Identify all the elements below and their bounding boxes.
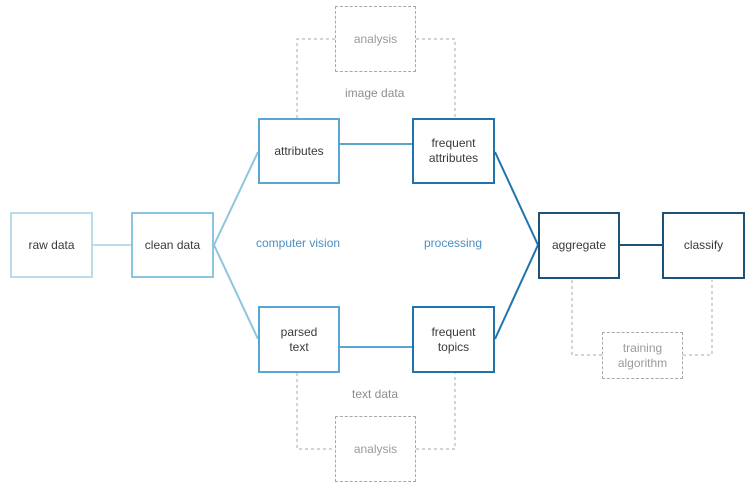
loop-training-left (571, 280, 602, 356)
frequent-attributes-node: frequent attributes (412, 118, 495, 184)
aggregate-label: aggregate (551, 238, 607, 252)
clean-data-label: clean data (144, 237, 201, 252)
training-algorithm-label: training algorithm (617, 340, 668, 370)
classify-node: classify (662, 212, 745, 279)
image-data-label: image data (345, 86, 405, 100)
frequent-topics-node: frequent topics (412, 306, 495, 373)
loop-bottom-left (296, 373, 335, 450)
raw-data-node: raw data (10, 212, 93, 278)
edge-freqtopics-to-aggregate (494, 244, 539, 340)
classify-label: classify (683, 238, 724, 252)
attributes-node: attributes (258, 118, 340, 184)
loop-training-right (683, 280, 713, 356)
raw-data-label: raw data (28, 237, 75, 252)
attributes-label: attributes (274, 143, 324, 158)
analysis-bottom-label: analysis (353, 441, 398, 456)
processing-label: processing (424, 236, 483, 250)
loop-bottom-right (416, 373, 456, 450)
loop-top-left (296, 38, 335, 118)
training-algorithm-node: training algorithm (602, 332, 683, 379)
text-data-label: text data (352, 387, 399, 401)
edge-freqattr-to-aggregate (494, 151, 539, 246)
clean-data-node: clean data (131, 212, 214, 278)
edge-clean-to-parsed (213, 244, 259, 340)
aggregate-node: aggregate (538, 212, 620, 279)
analysis-top-label: analysis (353, 31, 398, 46)
edge-clean-to-attributes (213, 151, 259, 246)
parsed-text-node: parsed text (258, 306, 340, 373)
computer-vision-label: computer vision (256, 236, 341, 250)
frequent-topics-label: frequent topics (431, 324, 476, 354)
analysis-bottom-node: analysis (335, 416, 416, 482)
loop-top-right (416, 38, 456, 118)
analysis-top-node: analysis (335, 6, 416, 72)
parsed-text-label: parsed text (280, 324, 318, 354)
frequent-attributes-label: frequent attributes (428, 136, 479, 165)
